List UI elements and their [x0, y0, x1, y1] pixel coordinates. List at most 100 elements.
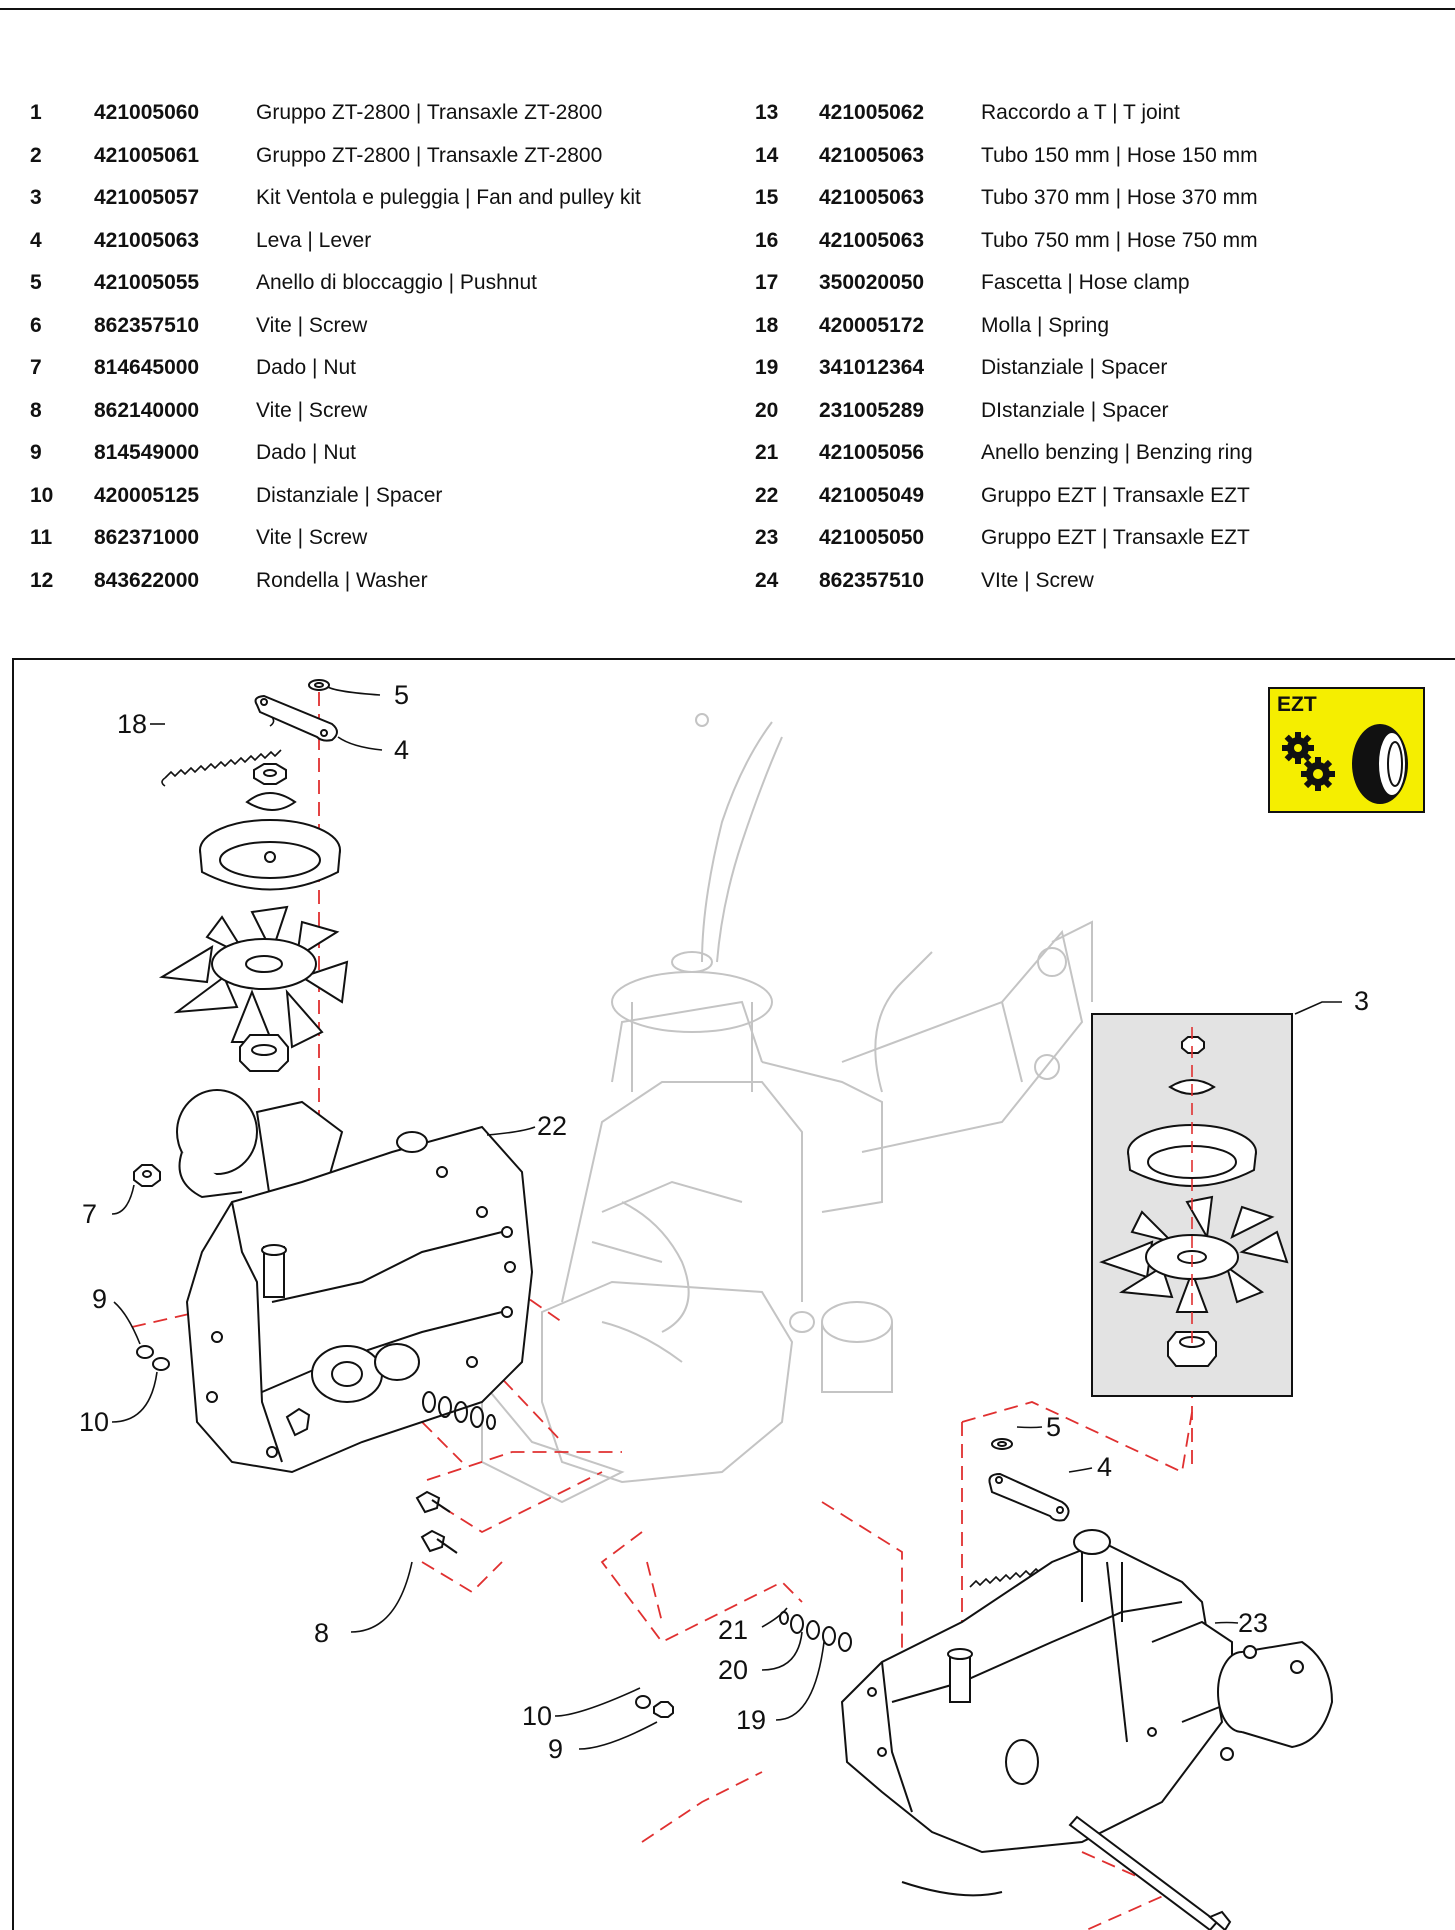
- part-code: 421005063: [819, 186, 925, 209]
- nut-left-top: [253, 763, 287, 785]
- part-number: 22: [755, 483, 779, 507]
- callout-3: 3: [1354, 986, 1369, 1016]
- part-description: Dado | Nut: [256, 356, 357, 379]
- callout-9-left: 9: [92, 1284, 107, 1314]
- spacers-19-21-right: [779, 1611, 852, 1652]
- part-description: Distanziale | Spacer: [981, 356, 1168, 379]
- part-number: 19: [755, 356, 779, 379]
- part-code: 421005056: [819, 441, 925, 464]
- part-description: Gruppo ZT-2800 | Transaxle ZT-2800: [256, 143, 603, 167]
- callout-5-right: 5: [1046, 1412, 1061, 1442]
- callout-10-left: 10: [79, 1407, 109, 1437]
- transaxle-left-22: [176, 1089, 534, 1474]
- part-description: DIstanziale | Spacer: [981, 398, 1169, 422]
- exploded-diagram-frame: EZT: [12, 658, 1455, 1930]
- part-description: Gruppo EZT | Transaxle EZT: [981, 526, 1250, 549]
- part-number: 10: [30, 483, 54, 507]
- callout-8: 8: [314, 1618, 329, 1648]
- part-description: Raccordo a T | T joint: [981, 101, 1180, 124]
- part-description: Anello benzing | Benzing ring: [981, 441, 1253, 464]
- callout-10-center: 10: [522, 1701, 552, 1731]
- part-code: 231005289: [819, 398, 925, 422]
- part-number: 4: [30, 228, 42, 252]
- part-number: 5: [30, 271, 42, 294]
- part-number: 9: [30, 441, 42, 464]
- inset-fan-pulley-kit: [1091, 1013, 1293, 1397]
- parts-row: 7 814645000 Dado | Nut: [30, 355, 641, 398]
- callout-9-center: 9: [548, 1734, 563, 1764]
- parts-row: 3 421005057 Kit Ventola e puleggia | Fan a…: [30, 185, 641, 228]
- part-code: 421005049: [819, 483, 925, 507]
- callout-20: 20: [718, 1655, 748, 1685]
- part-code: 421005063: [819, 228, 925, 252]
- spring-left: [161, 716, 282, 787]
- callout-18: 18: [117, 709, 147, 739]
- nut-washer-9-10-center: [635, 1695, 674, 1718]
- part-number: 17: [755, 271, 779, 294]
- part-code: 421005050: [819, 526, 925, 549]
- callout-22: 22: [537, 1111, 567, 1141]
- part-code: 421005057: [94, 186, 200, 209]
- part-number: 2: [30, 143, 42, 167]
- part-code: 420005172: [819, 313, 925, 337]
- part-description: Vite | Screw: [256, 313, 368, 337]
- part-description: Vite | Screw: [256, 398, 368, 422]
- bolts-8: [415, 1490, 458, 1554]
- part-number: 7: [30, 356, 42, 379]
- callout-4-top: 4: [394, 735, 409, 765]
- callout-23: 23: [1238, 1608, 1268, 1638]
- transaxle-right-23: [840, 1529, 1334, 1897]
- part-number: 12: [30, 568, 54, 592]
- fan-left: [158, 905, 349, 1049]
- part-number: 14: [755, 143, 779, 167]
- part-number: 8: [30, 398, 42, 422]
- part-number: 24: [755, 568, 779, 592]
- part-code: 862357510: [819, 568, 925, 592]
- part-description: Tubo 150 mm | Hose 150 mm: [981, 143, 1258, 167]
- part-description: Tubo 370 mm | Hose 370 mm: [981, 186, 1258, 209]
- part-description: Kit Ventola e puleggia | Fan and pulley …: [256, 186, 641, 209]
- callout-5-top: 5: [394, 680, 409, 710]
- pushnut-top-left: [308, 679, 330, 691]
- part-code: 862357510: [94, 313, 200, 337]
- parts-row: 14 421005063 Tubo 150 mm | Hose 150 mm: [755, 143, 1258, 186]
- nut-7: [133, 1164, 161, 1187]
- part-description: Molla | Spring: [981, 313, 1110, 337]
- ezt-badge: EZT: [1268, 687, 1425, 813]
- parts-row: 23 421005050 Gruppo EZT | Transaxle EZT: [755, 525, 1258, 568]
- part-number: 11: [30, 526, 53, 549]
- part-number: 16: [755, 228, 779, 252]
- callout-19: 19: [736, 1705, 766, 1735]
- washer-left-top: [245, 792, 297, 811]
- ghost-chassis: [481, 713, 1093, 1504]
- part-code: 350020050: [819, 271, 925, 294]
- part-description: Gruppo ZT-2800 | Transaxle ZT-2800: [256, 101, 603, 124]
- pulley-left: [199, 819, 341, 891]
- part-number: 15: [755, 186, 779, 209]
- part-code: 341012364: [819, 356, 925, 379]
- part-description: Dado | Nut: [256, 441, 357, 464]
- part-number: 23: [755, 526, 779, 549]
- part-code: 814645000: [94, 356, 200, 379]
- part-description: Anello di bloccaggio | Pushnut: [256, 271, 537, 294]
- part-code: 421005062: [819, 101, 925, 124]
- spacers-19-21-left: [422, 1391, 496, 1430]
- top-rule: [0, 8, 1455, 10]
- callout-leaders: [111, 686, 1342, 1750]
- part-code: 421005063: [819, 143, 925, 167]
- part-code: 421005060: [94, 101, 200, 124]
- part-number: 3: [30, 186, 42, 209]
